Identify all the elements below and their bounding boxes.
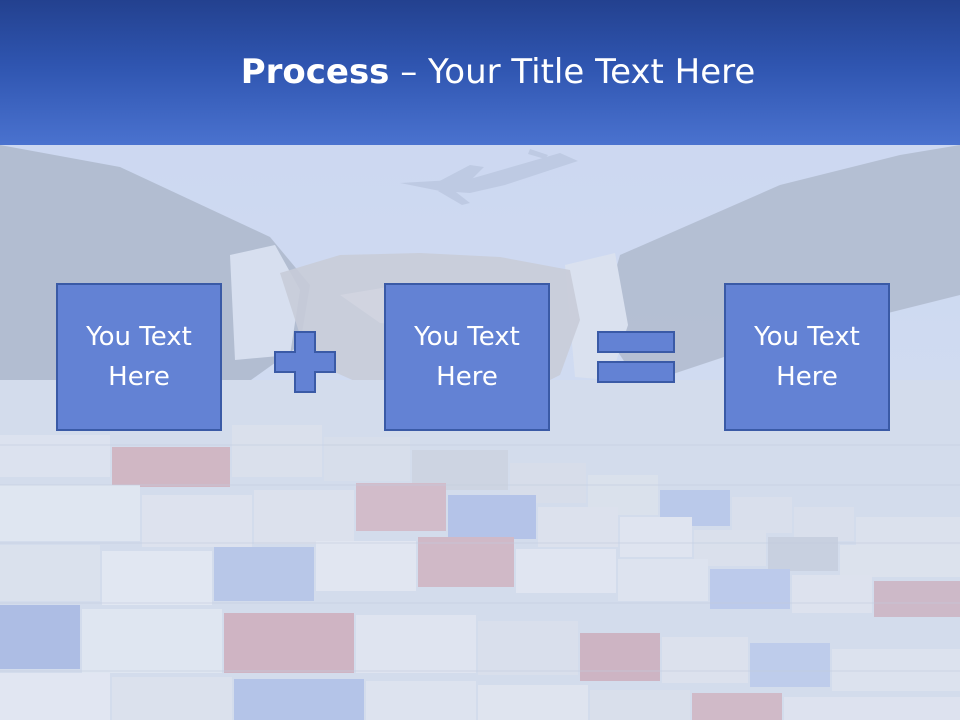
airplane-icon <box>400 149 578 205</box>
slide-title: Process – Your Title Text Here <box>0 52 960 92</box>
process-box-label: You Text Here <box>414 322 520 392</box>
right-sleeve <box>600 145 960 385</box>
process-box-label: You Text Here <box>86 322 192 392</box>
plus-icon <box>274 331 336 393</box>
process-box-2[interactable]: You Text Here <box>384 283 550 431</box>
process-box-3[interactable]: You Text Here <box>724 283 890 431</box>
slide-title-rest: – Your Title Text Here <box>389 52 756 92</box>
background-photo <box>0 145 960 720</box>
title-bar: Process – Your Title Text Here <box>0 0 960 145</box>
slide-title-bold: Process <box>240 52 390 92</box>
process-box-label: You Text Here <box>754 322 860 392</box>
process-box-1[interactable]: You Text Here <box>56 283 222 431</box>
container-stacks <box>0 380 960 720</box>
equals-icon <box>597 331 675 383</box>
